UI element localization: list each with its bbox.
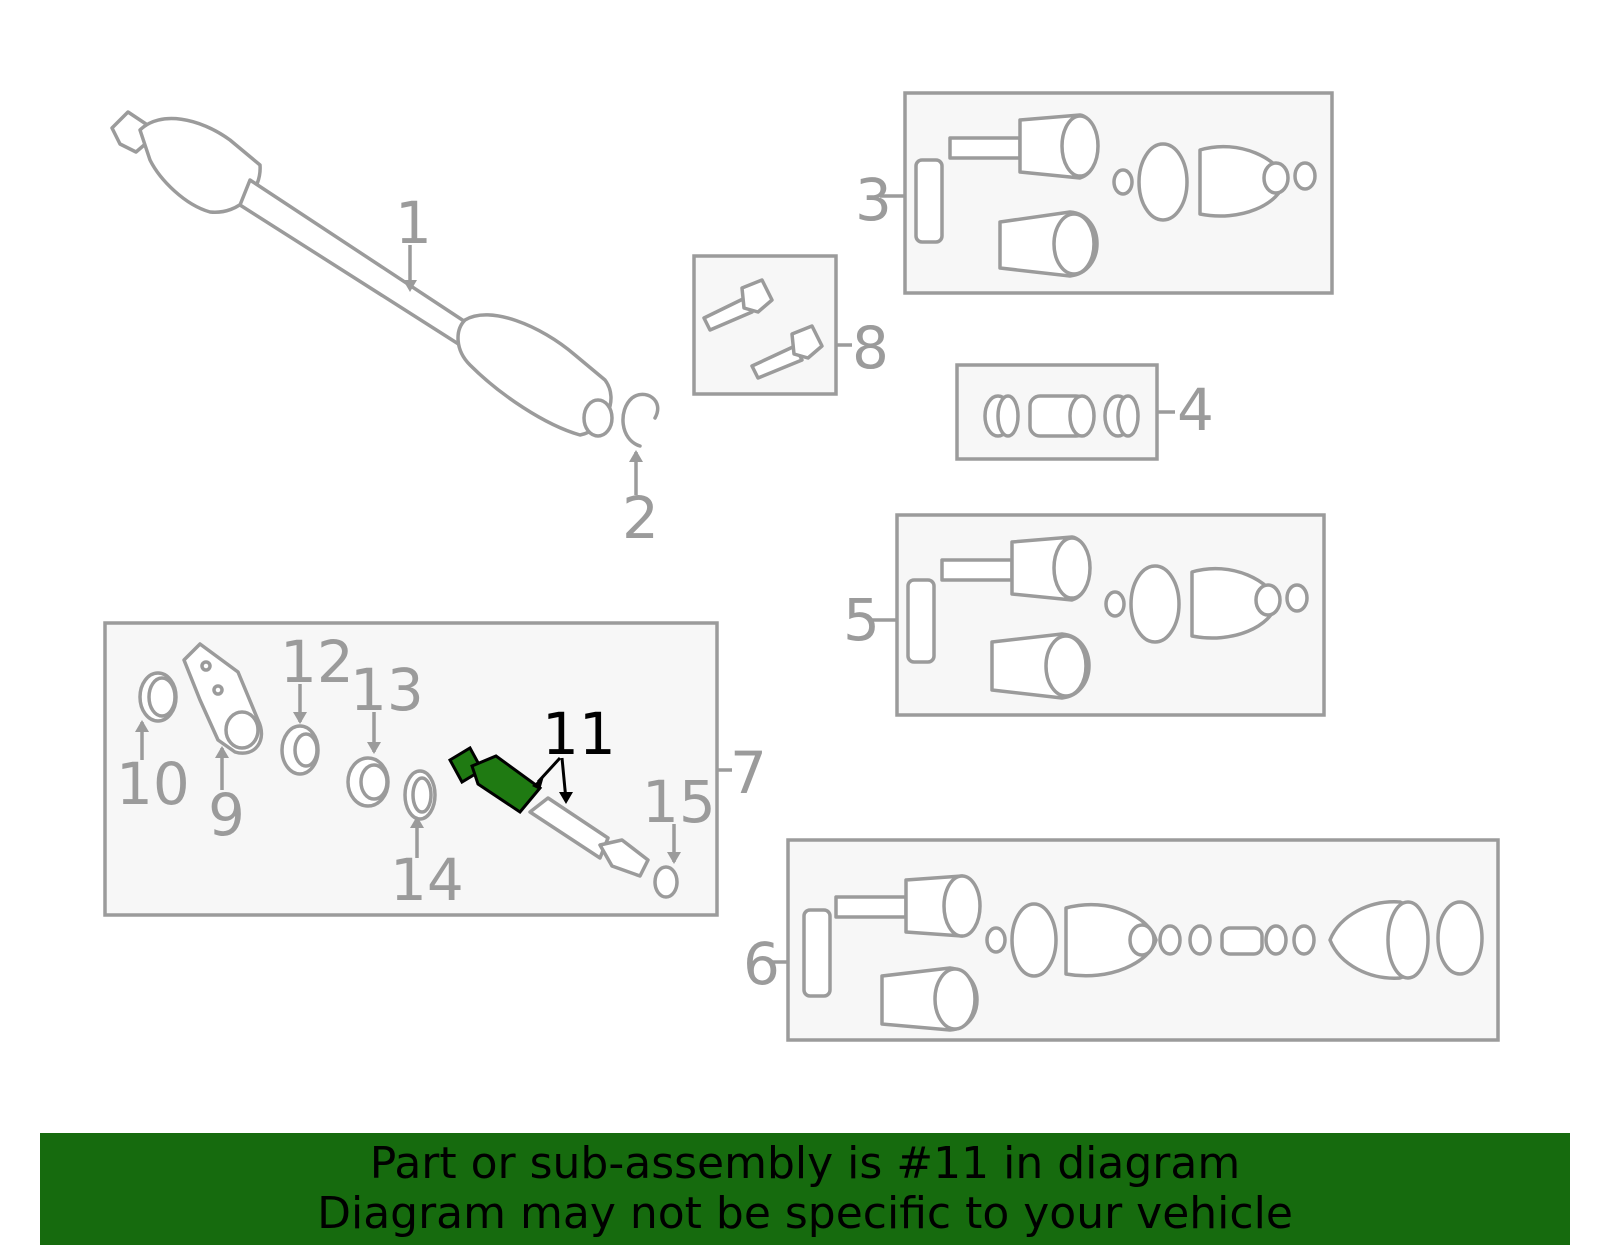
joint-boot-kit-box[interactable]: 6 [743, 838, 1500, 1042]
washer[interactable]: 14 [390, 769, 464, 914]
clamp-kit-box[interactable]: 4 [955, 363, 1214, 461]
inner-joint-kit-box[interactable]: 5 [843, 513, 1326, 717]
callout-9: 9 [208, 781, 245, 849]
callout-1: 1 [395, 189, 432, 257]
callout-11: 11 [542, 700, 616, 768]
circlip[interactable]: 2 [621, 392, 660, 552]
notice-banner: Part or sub-assembly is #11 in diagram D… [40, 1133, 1570, 1245]
callout-13: 13 [350, 656, 424, 724]
intermediate-shaft-box[interactable]: 7 10 9 12 [103, 621, 767, 917]
callout-6: 6 [743, 930, 780, 998]
bearing-bracket[interactable]: 9 [182, 642, 264, 849]
notice-line-2: Diagram may not be specific to your vehi… [317, 1188, 1293, 1239]
outer-joint-kit-box[interactable]: 3 [855, 91, 1334, 295]
callout-10: 10 [116, 750, 190, 818]
seal[interactable]: 10 [116, 671, 190, 818]
callout-12: 12 [280, 628, 354, 696]
callout-5: 5 [843, 586, 880, 654]
snap-ring[interactable]: 15 [642, 768, 716, 899]
callout-7: 7 [730, 739, 767, 807]
callout-2: 2 [622, 484, 659, 552]
callout-14: 14 [390, 846, 464, 914]
callout-15: 15 [642, 768, 716, 836]
callout-8: 8 [852, 314, 889, 382]
callout-3: 3 [855, 166, 892, 234]
intermediate-shaft-highlighted[interactable]: 11 [447, 700, 650, 878]
notice-line-1: Part or sub-assembly is #11 in diagram [369, 1138, 1241, 1189]
axle-shaft-assembly[interactable]: 1 [110, 110, 614, 438]
callout-4: 4 [1177, 376, 1214, 444]
bolt-set-box[interactable]: 8 [692, 254, 889, 396]
bearing[interactable]: 12 [280, 628, 354, 776]
bearing-2[interactable]: 13 [346, 656, 424, 808]
